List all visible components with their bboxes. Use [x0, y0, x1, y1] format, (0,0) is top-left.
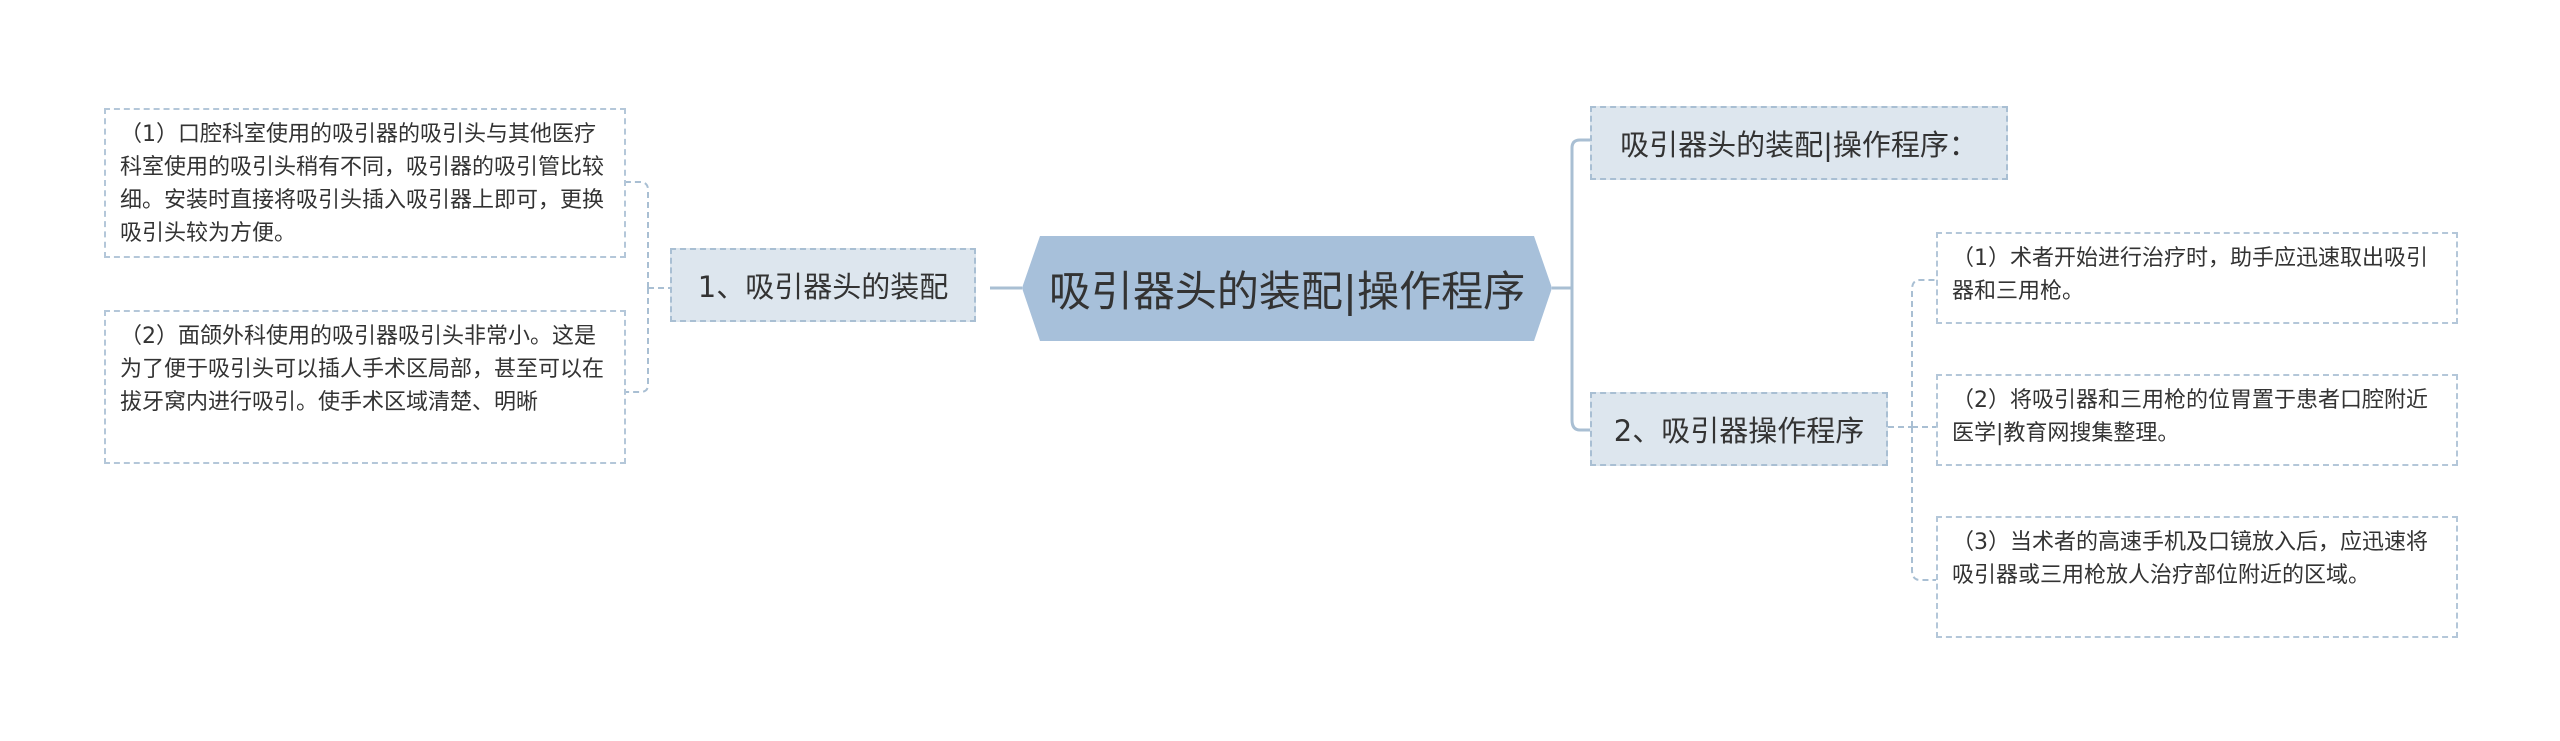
leaf-right-2-text: （2）将吸引器和三用枪的位胃置于患者口腔附近医学|教育网搜集整理。: [1952, 388, 2428, 446]
topic-right-operation[interactable]: 2、吸引器操作程序: [1590, 392, 1888, 466]
central-topic[interactable]: 吸引器头的装配|操作程序: [1022, 236, 1552, 341]
central-topic-shape: [1022, 236, 1552, 341]
connector-left-bracket: [626, 181, 649, 393]
topic-left-assembly[interactable]: 1、吸引器头的装配: [670, 248, 976, 322]
topic-left-label: 1、吸引器头的装配: [697, 270, 949, 304]
leaf-right-2[interactable]: （2）将吸引器和三用枪的位胃置于患者口腔附近医学|教育网搜集整理。: [1936, 374, 2458, 466]
connector-right-bracket: [1911, 279, 1936, 581]
leaf-left-2-text: （2）面颌外科使用的吸引器吸引头非常小。这是为了便于吸引头可以插人手术区局部，甚…: [120, 324, 605, 415]
topic-right-operation-label: 2、吸引器操作程序: [1613, 414, 1865, 448]
leaf-right-3[interactable]: （3）当术者的高速手机及口镜放入后，应迅速将吸引器或三用枪放人治疗部位附近的区域…: [1936, 516, 2458, 638]
leaf-left-1[interactable]: （1）口腔科室使用的吸引器的吸引头与其他医疗科室使用的吸引头稍有不同，吸引器的吸…: [104, 108, 626, 258]
leaf-left-1-text: （1）口腔科室使用的吸引器的吸引头与其他医疗科室使用的吸引头稍有不同，吸引器的吸…: [120, 122, 605, 246]
central-topic-label: 吸引器头的装配|操作程序: [1048, 267, 1526, 316]
leaf-right-3-text: （3）当术者的高速手机及口镜放入后，应迅速将吸引器或三用枪放人治疗部位附近的区域…: [1952, 530, 2428, 588]
connector-right-trunk: [1570, 138, 1590, 432]
leaf-right-1[interactable]: （1）术者开始进行治疗时，助手应迅速取出吸引器和三用枪。: [1936, 232, 2458, 324]
topic-right-heading[interactable]: 吸引器头的装配|操作程序：: [1590, 106, 2008, 180]
leaf-left-2[interactable]: （2）面颌外科使用的吸引器吸引头非常小。这是为了便于吸引头可以插人手术区局部，甚…: [104, 310, 626, 464]
topic-right-heading-label: 吸引器头的装配|操作程序：: [1620, 128, 1978, 162]
leaf-right-1-text: （1）术者开始进行治疗时，助手应迅速取出吸引器和三用枪。: [1952, 246, 2428, 304]
